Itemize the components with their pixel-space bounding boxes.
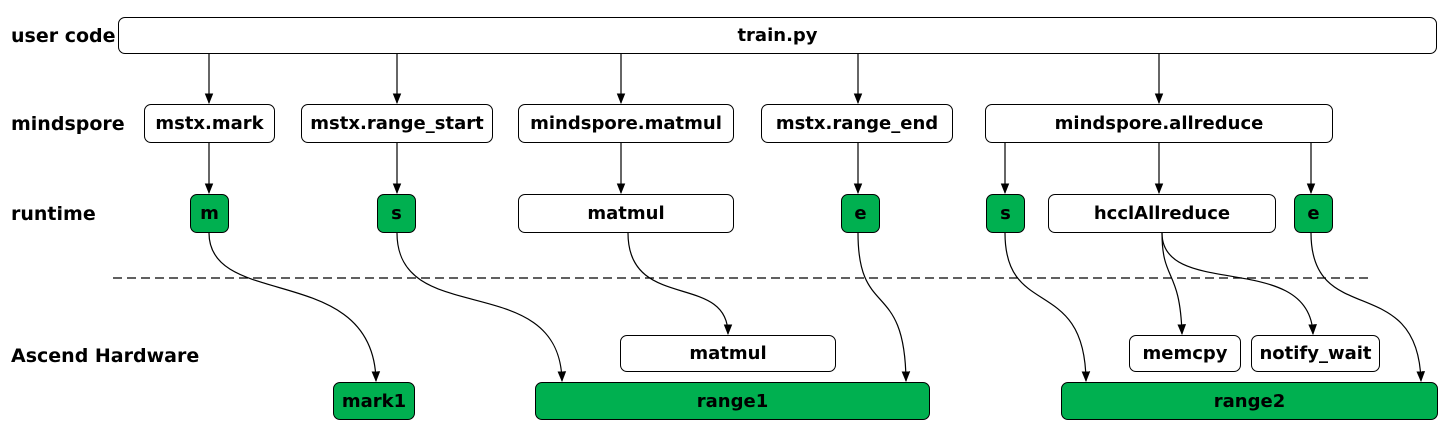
curve-s-to-range1 — [396, 232, 567, 383]
marker-m: m — [190, 194, 229, 233]
curve-e-to-range2 — [1310, 232, 1426, 383]
node-mstx-mark: mstx.mark — [144, 104, 275, 143]
node-notify-wait: notify_wait — [1251, 335, 1380, 372]
node-train-py: train.py — [118, 17, 1437, 54]
node-hw-matmul: matmul — [620, 335, 836, 372]
bar-range2: range2 — [1061, 382, 1438, 420]
bar-range1: range1 — [535, 382, 930, 420]
marker-e-range1: e — [841, 194, 880, 233]
node-mindspore-matmul: mindspore.matmul — [518, 104, 734, 143]
curve-e-to-range1 — [857, 232, 911, 383]
node-hccl-allreduce: hcclAllreduce — [1048, 194, 1276, 233]
marker-s-range1: s — [377, 194, 416, 233]
node-mstx-range-start: mstx.range_start — [301, 104, 493, 143]
curve-matmul-to-hw-matmul — [627, 232, 733, 336]
layer-label-user-code: user code — [11, 25, 116, 47]
node-memcpy: memcpy — [1129, 335, 1241, 372]
curve-hccl-to-notify-wait — [1161, 232, 1317, 336]
layer-label-runtime: runtime — [11, 203, 96, 225]
node-mstx-range-end: mstx.range_end — [761, 104, 953, 143]
marker-e-range2: e — [1294, 194, 1333, 233]
node-runtime-matmul: matmul — [518, 194, 734, 233]
node-mindspore-allreduce: mindspore.allreduce — [985, 104, 1333, 143]
bar-mark1: mark1 — [333, 382, 415, 420]
layer-label-hardware: Ascend Hardware — [11, 345, 200, 367]
curve-m-to-mark1 — [208, 232, 381, 383]
curve-s-to-range2 — [1004, 232, 1091, 383]
layer-label-mindspore: mindspore — [11, 113, 125, 135]
marker-s-range2: s — [986, 194, 1025, 233]
curve-hccl-to-memcpy — [1161, 232, 1187, 336]
